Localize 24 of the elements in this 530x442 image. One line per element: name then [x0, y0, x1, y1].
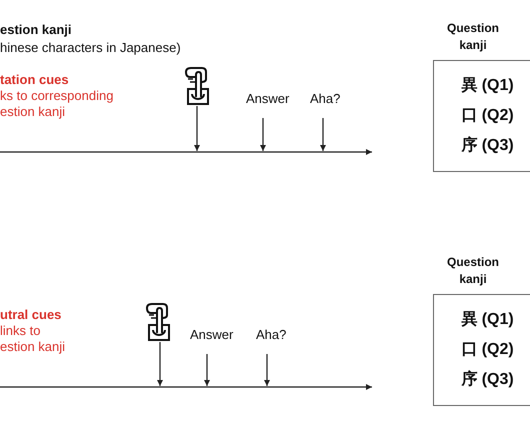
annotation-text: hinese characters in Japanese) — [0, 40, 182, 56]
kanji-item: 序 (Q3) — [460, 135, 515, 156]
annotation-text: utral cues — [0, 307, 62, 323]
event-label: Answer — [246, 91, 290, 106]
kanji-item: 異 (Q1) — [460, 310, 515, 330]
kanji-item: 序 (Q3) — [460, 369, 515, 390]
annotation-text: ks to corresponding estion kanji — [0, 88, 114, 120]
panel-heading: Question kanji — [446, 254, 500, 288]
arrow — [264, 354, 270, 386]
kanji-item: 口 (Q2) — [460, 106, 515, 126]
arrow — [260, 118, 266, 151]
arrow — [194, 106, 200, 151]
event-label: Answer — [190, 327, 234, 342]
event-label: Aha? — [310, 91, 340, 106]
arrow — [320, 118, 326, 151]
kanji-item: 口 (Q2) — [460, 340, 515, 360]
event-label: Aha? — [256, 327, 286, 342]
annotation-text: links to estion kanji — [0, 323, 66, 355]
panel-heading: Question kanji — [446, 20, 500, 54]
annotation-text: tation cues — [0, 72, 70, 88]
arrow — [157, 342, 163, 386]
annotation-text: estion kanji — [0, 22, 73, 38]
arrow — [204, 354, 210, 386]
kanji-item: 異 (Q1) — [460, 76, 515, 96]
